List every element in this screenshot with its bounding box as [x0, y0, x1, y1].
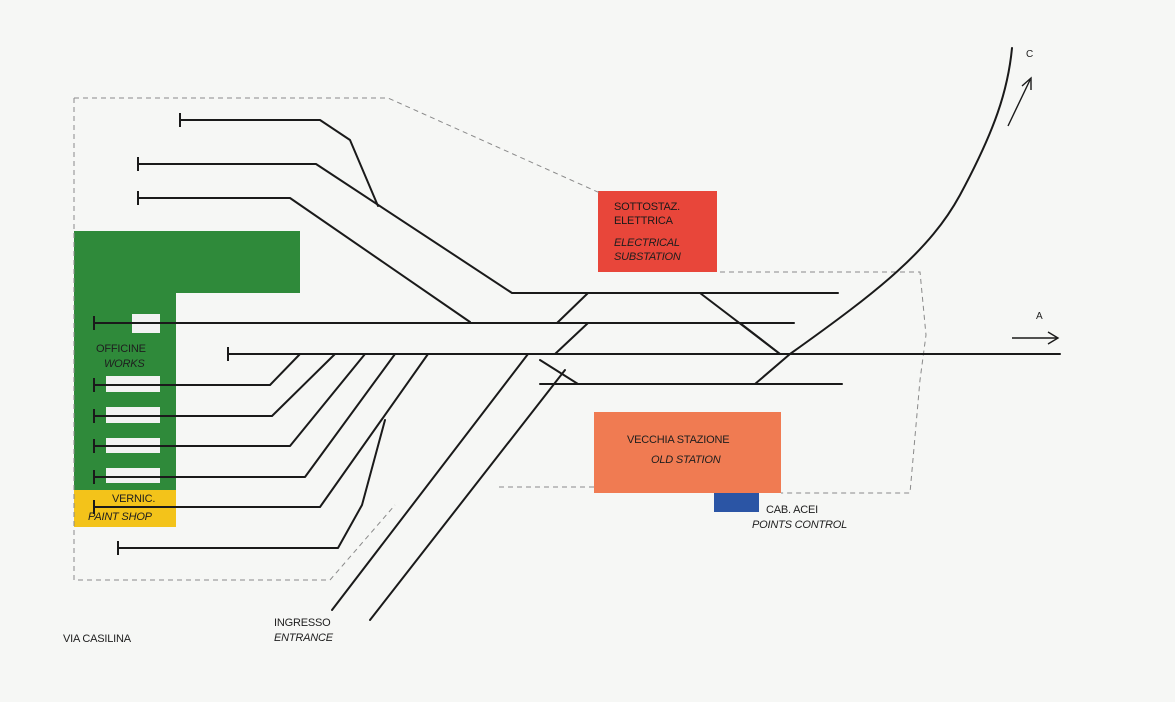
points-control-label-en: POINTS CONTROL [752, 519, 847, 531]
track-entrance-2 [369, 369, 566, 621]
crossover [554, 322, 589, 355]
crossover [739, 322, 781, 355]
track-upper-1 [179, 119, 379, 207]
points-control-label: CAB. ACEI [766, 504, 818, 516]
substation-building [598, 191, 717, 272]
track-works-3 [93, 353, 336, 417]
substation-label: SOTTOSTAZ. ELETTRICA [614, 201, 681, 227]
track-entrance-1 [331, 353, 529, 611]
track-paint-siding [117, 419, 386, 549]
arrow-up-right-icon [1007, 76, 1032, 127]
street-label: VIA CASILINA [63, 633, 131, 645]
entrance-label: INGRESSO [274, 617, 331, 629]
track-line-C [789, 47, 1013, 355]
old-station-building [594, 412, 781, 493]
crossover [556, 292, 589, 324]
arrow-right-icon [1012, 331, 1060, 345]
track-works-2 [93, 353, 301, 386]
works-label: OFFICINE [96, 343, 146, 355]
buffer-stop-icon [93, 113, 229, 555]
depot-boundary [73, 97, 927, 581]
track-upper-3 [137, 197, 471, 323]
paint-shop-building [74, 490, 176, 527]
crossover [754, 353, 791, 385]
old-station-label-en: OLD STATION [651, 454, 721, 466]
crossover [539, 359, 579, 385]
old-station-label: VECCHIA STAZIONE [627, 434, 730, 446]
paint-shop-label: VERNIC. [112, 493, 156, 505]
paint-shop-label-en: PAINT SHOP [88, 511, 152, 523]
direction-a-label: A [1036, 311, 1043, 322]
works-bay [106, 468, 160, 483]
works-label-en: WORKS [104, 358, 145, 370]
tracks [93, 47, 1061, 621]
track-works-6 [93, 353, 429, 508]
points-control-cabin [714, 493, 759, 512]
track-works-4 [93, 353, 366, 447]
track-works-5 [93, 353, 396, 478]
substation-label-en: ELECTRICAL SUBSTATION [614, 237, 681, 263]
works-building-top [74, 231, 300, 293]
entrance-label-en: ENTRANCE [274, 632, 333, 644]
direction-c-label: C [1026, 49, 1034, 60]
track-upper-2 [137, 163, 839, 294]
